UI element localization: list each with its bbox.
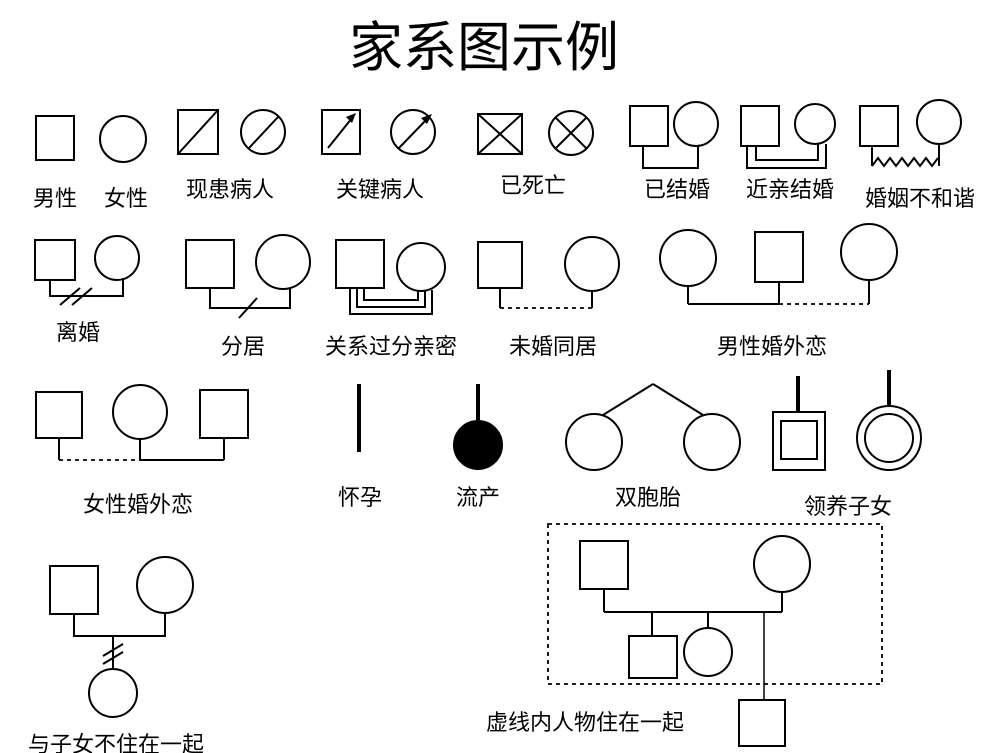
symbol-female [99,115,147,163]
label-pregnancy: 怀孕 [338,486,382,511]
label-consanguineous: 近亲结婚 [746,178,834,203]
symbol-adopted [772,370,922,471]
symbol-cohabitation [477,236,620,309]
label-miscarriage: 流产 [456,486,500,511]
symbol-living-together [547,523,883,747]
label-affected: 现患病人 [186,178,274,203]
symbol-twins [565,383,741,471]
symbol-live-apart [49,556,194,718]
label-close-relationship: 关系过分亲密 [325,335,457,360]
label-female-affair: 女性婚外恋 [83,493,193,518]
symbol-close-relationship [335,239,446,315]
symbol-miscarriage [453,384,503,470]
label-male-affair: 男性婚外恋 [717,335,827,360]
symbol-discord [859,99,962,168]
symbol-female-affair [35,384,249,461]
label-female: 女性 [104,187,148,212]
label-deceased: 已死亡 [500,174,566,199]
symbol-proband [321,109,436,155]
symbol-deceased [477,110,594,156]
symbol-separation [185,234,311,319]
symbol-consanguineous [740,103,836,169]
label-male: 男性 [33,187,77,212]
label-proband: 关键病人 [336,178,424,203]
symbol-male [35,115,75,161]
label-living-together: 虚线内人物住在一起 [486,711,684,736]
symbol-affected [177,109,286,155]
symbol-married [629,101,719,169]
label-live-apart: 与子女不住在一起 [28,733,204,753]
label-discord: 婚姻不和谐 [865,187,975,212]
label-adopted: 领养子女 [804,495,892,520]
symbol-male-affair [659,223,898,305]
label-separation: 分居 [221,335,265,360]
label-divorce: 离婚 [56,321,100,346]
label-cohabitation: 未婚同居 [509,335,597,360]
label-twins: 双胞胎 [615,486,681,511]
diagram-title: 家系图示例 [349,16,619,79]
label-married: 已结婚 [644,178,710,203]
symbol-divorce [34,235,140,306]
